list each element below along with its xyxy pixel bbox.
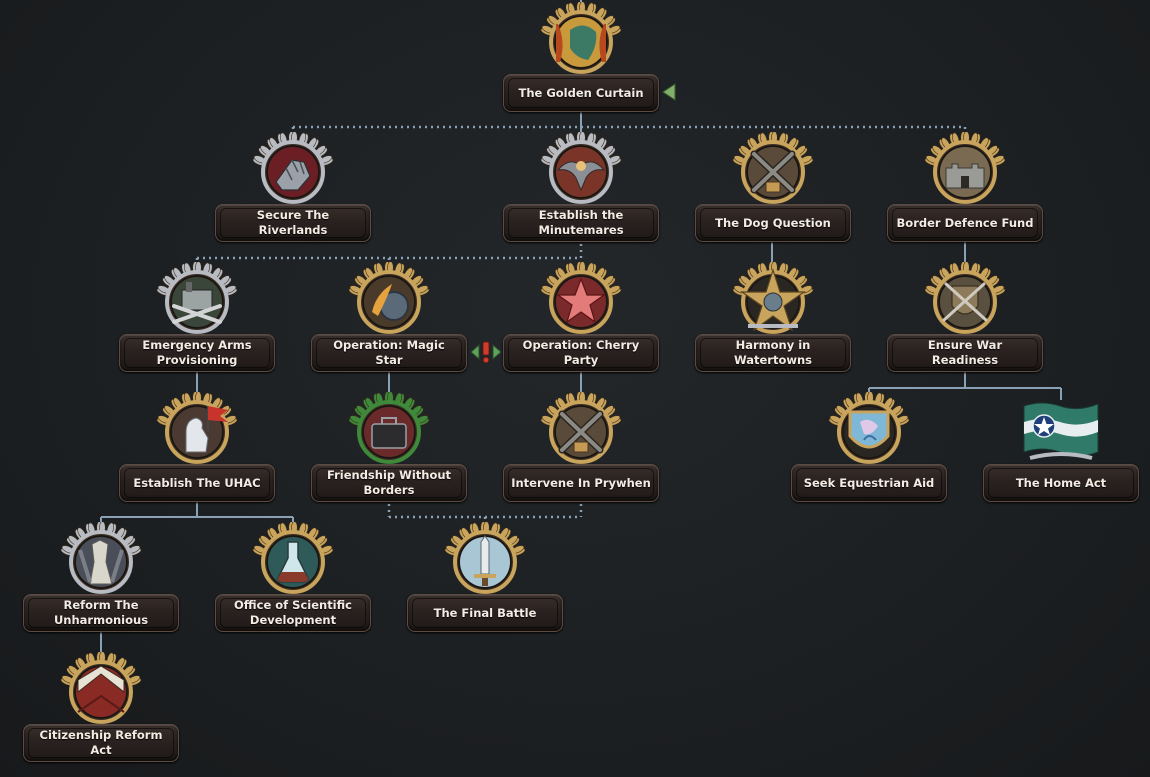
focus-dog-question[interactable]: The Dog Question	[695, 132, 851, 260]
focus-label: Seek Equestrian Aid	[791, 464, 947, 502]
red-star-icon	[540, 262, 622, 334]
focus-golden-curtain[interactable]: The Golden Curtain	[503, 2, 659, 130]
final-battle-sword-icon	[444, 522, 526, 594]
focus-label: Secure The Riverlands	[215, 204, 371, 242]
focus-label: Ensure War Readiness	[887, 334, 1043, 372]
mutually-exclusive-icon[interactable]	[470, 340, 502, 364]
focus-label: Friendship Without Borders	[311, 464, 467, 502]
magic-shield-icon	[348, 262, 430, 334]
focus-final-battle[interactable]: The Final Battle	[407, 522, 563, 650]
crossed-swords-icon	[540, 392, 622, 464]
focus-label: Border Defence Fund	[887, 204, 1043, 242]
chevron-shield-icon	[60, 652, 142, 724]
focus-label: Reform The Unharmonious	[23, 594, 179, 632]
focus-emergency-arms[interactable]: Emergency Arms Provisioning	[119, 262, 275, 390]
focus-home-act[interactable]: The Home Act	[983, 392, 1139, 520]
flask-icon	[252, 522, 334, 594]
focus-equestrian-aid[interactable]: Seek Equestrian Aid	[791, 392, 947, 520]
curtain-map-icon	[540, 2, 622, 74]
focus-minutemares[interactable]: Establish the Minutemares	[503, 132, 659, 260]
focus-unharmonious[interactable]: Reform The Unharmonious	[23, 522, 179, 650]
focus-label: Harmony in Watertowns	[695, 334, 851, 372]
armored-glove-icon	[252, 132, 334, 204]
focus-label: The Golden Curtain	[503, 74, 659, 112]
equestrian-crest-icon	[828, 392, 910, 464]
gold-star-emblem-icon	[732, 262, 814, 334]
briefcase-icon	[348, 392, 430, 464]
focus-uhac[interactable]: Establish The UHAC	[119, 392, 275, 520]
focus-scientific-dev[interactable]: Office of Scientific Development	[215, 522, 371, 650]
focus-label: Operation: Cherry Party	[503, 334, 659, 372]
focus-label: The Final Battle	[407, 594, 563, 632]
available-arrow-icon	[662, 83, 676, 101]
focus-label: Establish The UHAC	[119, 464, 275, 502]
focus-label: Citizenship Reform Act	[23, 724, 179, 762]
fortress-icon	[924, 132, 1006, 204]
focus-harmony-watertowns[interactable]: Harmony in Watertowns	[695, 262, 851, 390]
eagle-crest-icon	[540, 132, 622, 204]
focus-citizenship-reform[interactable]: Citizenship Reform Act	[23, 652, 179, 777]
pony-statue-flag-icon	[156, 392, 238, 464]
focus-label: Operation: Magic Star	[311, 334, 467, 372]
focus-label: Establish the Minutemares	[503, 204, 659, 242]
focus-label: Intervene In Prywhen	[503, 464, 659, 502]
focus-label: Emergency Arms Provisioning	[119, 334, 275, 372]
focus-magic-star[interactable]: Operation: Magic Star	[311, 262, 467, 390]
raised-hoof-icon	[60, 522, 142, 594]
crossed-swords-icon	[732, 132, 814, 204]
focus-friendship-borders[interactable]: Friendship Without Borders	[311, 392, 467, 520]
focus-border-defence[interactable]: Border Defence Fund	[887, 132, 1043, 260]
focus-cherry-party[interactable]: Operation: Cherry Party	[503, 262, 659, 390]
focus-label: Office of Scientific Development	[215, 594, 371, 632]
focus-war-readiness[interactable]: Ensure War Readiness	[887, 262, 1043, 390]
focus-prywhen[interactable]: Intervene In Prywhen	[503, 392, 659, 520]
focus-secure-riverlands[interactable]: Secure The Riverlands	[215, 132, 371, 260]
shield-rifles-icon	[924, 262, 1006, 334]
focus-label: The Dog Question	[695, 204, 851, 242]
blue-star-flag-icon	[1023, 402, 1099, 460]
factory-rifles-icon	[156, 262, 238, 334]
focus-label: The Home Act	[983, 464, 1139, 502]
